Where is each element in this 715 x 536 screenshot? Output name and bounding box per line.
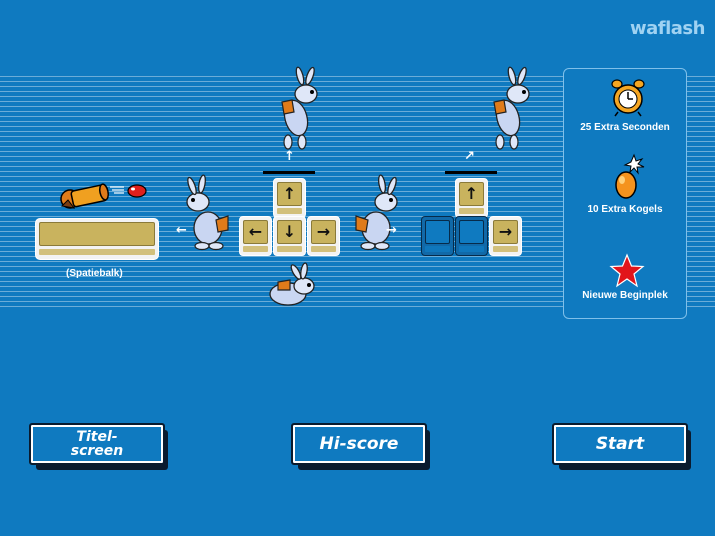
rabbit-walk-left xyxy=(186,174,229,251)
diagonal-platform-bar xyxy=(445,171,497,174)
right-motion-arrow: → xyxy=(386,223,397,238)
hiscore-button[interactable]: Hi-score xyxy=(291,423,427,465)
key-blank-down xyxy=(455,216,488,256)
key-up: ↑ xyxy=(273,178,306,218)
key-up-combo: ↑ xyxy=(455,178,488,218)
bonus-panel: 25 Extra Seconden 10 Extra Kogels Nieuwe… xyxy=(563,68,687,319)
speed-lines-icon xyxy=(110,186,124,194)
diagonal-motion-arrow: ↗ xyxy=(464,149,475,164)
rabbit-crouch xyxy=(269,262,315,306)
title-screen-button[interactable]: Titel- screen xyxy=(29,423,165,465)
bonus-label-seconds: 25 Extra Seconden xyxy=(580,122,670,133)
key-blank-left xyxy=(421,216,454,256)
start-button[interactable]: Start xyxy=(552,423,688,465)
red-star-icon xyxy=(609,253,645,288)
alarm-clock-icon xyxy=(611,79,645,117)
key-right-combo: → xyxy=(489,216,522,256)
rabbit-walk-right xyxy=(355,174,398,251)
bonus-label-checkpoint: Nieuwe Beginplek xyxy=(582,290,668,301)
jump-platform-bar xyxy=(263,171,315,174)
waflash-logo: waflash xyxy=(630,18,705,39)
key-down: ↓ xyxy=(273,216,306,256)
left-motion-arrow: ← xyxy=(176,223,187,238)
key-left: ← xyxy=(239,216,272,256)
rabbit-jump-diagonal xyxy=(493,66,530,150)
rabbit-jump-up xyxy=(281,66,318,150)
up-motion-arrow: ↑ xyxy=(284,149,295,164)
cannon-icon xyxy=(60,183,110,209)
egg-bomb-icon xyxy=(615,153,645,199)
key-right: → xyxy=(307,216,340,256)
spacebar-key xyxy=(35,218,159,260)
bullet-icon xyxy=(127,184,147,198)
spacebar-caption: (Spatiebalk) xyxy=(66,268,123,279)
bonus-label-bullets: 10 Extra Kogels xyxy=(587,204,663,215)
